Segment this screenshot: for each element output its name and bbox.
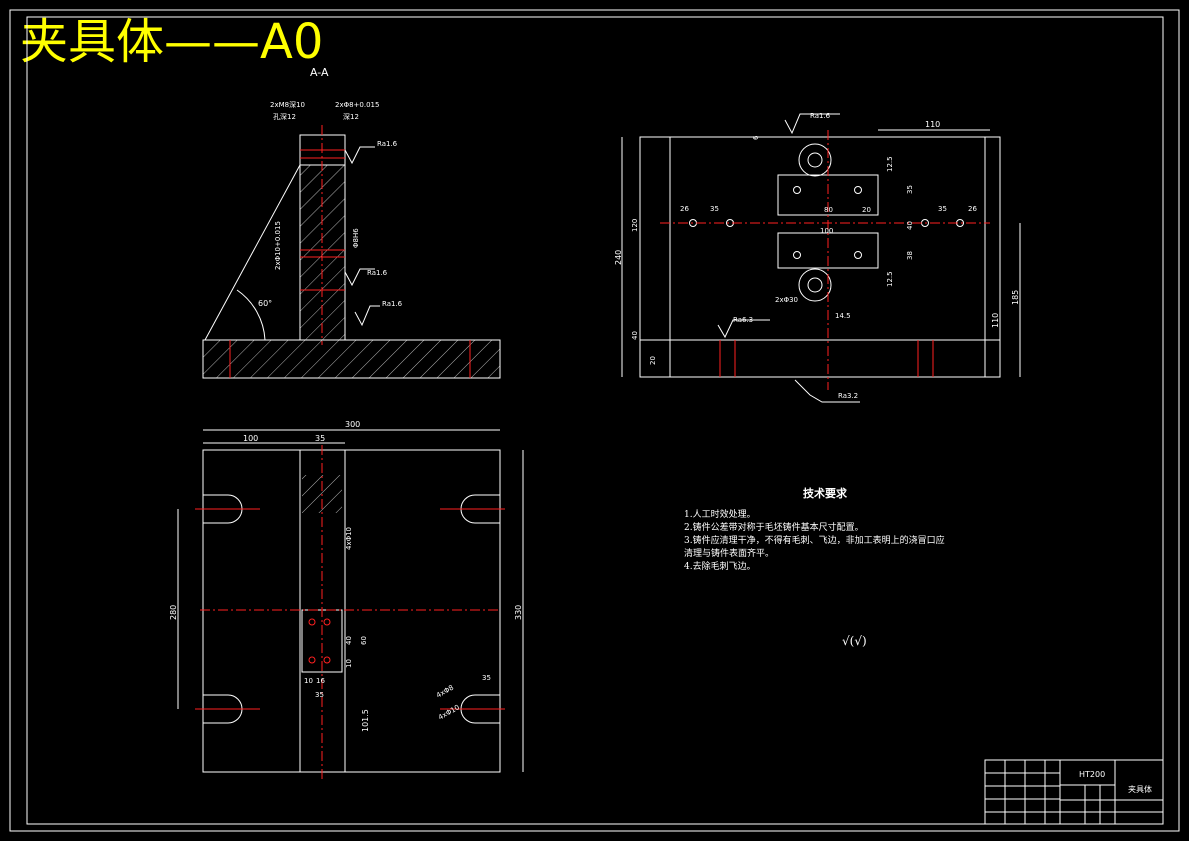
dim-label: 35 [710, 205, 719, 213]
front-hole [807, 152, 823, 168]
dim-label: 40 [345, 636, 353, 645]
front-hole [854, 186, 862, 194]
drawing-title: 夹具体——A0 [20, 14, 324, 70]
callout: Ra3.2 [838, 392, 858, 400]
dim-label: 16 [316, 677, 325, 685]
dim-label: 35 [938, 205, 947, 213]
front-hole [807, 277, 823, 293]
leader-line [794, 379, 860, 403]
callout: Ra1.6 [367, 269, 388, 277]
front-hole [854, 251, 862, 259]
front-view: Ra1.6 Ra6.3 Ra3.2 2xΦ30 110 12.5 35 26 3… [614, 112, 1021, 403]
part-name-label: 夹具体 [1128, 784, 1152, 794]
roughness-symbol: √(√) [842, 634, 867, 648]
top-outline [202, 449, 501, 773]
dim-label: 240 [614, 250, 623, 265]
roughness-mark [717, 319, 770, 339]
dim-label: 185 [1011, 290, 1020, 305]
material-label: HT200 [1079, 770, 1105, 779]
dim-label: 20 [649, 356, 657, 365]
callout: Ra1.6 [377, 140, 398, 148]
callout: Ra6.3 [733, 316, 753, 324]
roughness-mark [354, 305, 380, 327]
outer-frame [9, 9, 1180, 832]
roughness-mark [344, 146, 375, 165]
dim-label: 300 [345, 420, 360, 429]
tech-req-heading: 技术要求 [803, 487, 847, 500]
dim-label: 14.5 [835, 312, 851, 320]
front-boss [798, 268, 832, 302]
top-hole [323, 656, 331, 664]
top-hole [308, 618, 316, 626]
section-view: A-A 60° 2xM8深10 孔深12 2xΦ8+0.015 深12 Ra1.… [202, 66, 501, 379]
dim-label: 35 [482, 674, 491, 682]
dim-label: 38 [906, 251, 914, 260]
roughness-mark [784, 113, 840, 135]
dim-label: 100 [243, 434, 258, 443]
inner-frame [26, 16, 1164, 825]
title-block: HT200 夹具体 [984, 759, 1164, 825]
callout: 2xΦ30 [775, 296, 798, 304]
callout: 2xΦ8+0.015 [335, 101, 379, 109]
tech-req-item: 1.人工时效处理。 [684, 510, 756, 520]
tech-req-item: 3.铸件应清理干净，不得有毛刺、飞边，非加工表明上的浇冒口应 [684, 536, 945, 546]
top-hole [323, 618, 331, 626]
front-boss [798, 143, 832, 177]
dim-label: 100 [820, 227, 833, 235]
dim-label: 330 [514, 605, 523, 620]
section-base [202, 339, 501, 379]
dim-label: 20 [862, 206, 871, 214]
callout: 孔深12 [273, 112, 296, 121]
dim-label: 26 [968, 205, 977, 213]
dim-label: 35 [315, 691, 324, 699]
dim-label: 4xΦ8 [435, 684, 455, 700]
top-view: 300 100 35 280 330 40 60 10 16 35 10 35 … [169, 420, 524, 780]
section-hatch [203, 165, 500, 378]
dim-label: 110 [991, 313, 1000, 328]
dim-label: 2xΦ10+0.015 [274, 221, 282, 270]
tech-req-item: 2.铸件公差带对称于毛坯铸件基本尺寸配置。 [684, 523, 864, 533]
dim-label: 35 [315, 434, 325, 443]
front-body [669, 136, 1001, 378]
dim-label: 60 [360, 636, 368, 645]
dim-label: 280 [169, 605, 178, 620]
dim-label: 120 [631, 219, 639, 232]
dim-label: 6 [752, 135, 760, 140]
tech-req-item: 清理与铸件表面齐平。 [684, 549, 775, 559]
dim-label: 80 [824, 206, 833, 214]
tech-req-item: 4.去除毛刺飞边。 [684, 562, 756, 572]
dim-label: 35 [906, 185, 914, 194]
front-hole [793, 251, 801, 259]
dim-label: 10 [345, 659, 353, 668]
dim-label: Φ8H6 [352, 228, 360, 248]
callout: Ra1.6 [810, 112, 831, 120]
top-hole [308, 656, 316, 664]
roughness-mark [344, 268, 375, 287]
callout: 深12 [343, 112, 359, 121]
title-block-frame [984, 759, 1164, 825]
dim-label: 10 [304, 677, 313, 685]
callout: Ra1.6 [382, 300, 403, 308]
front-hole [793, 186, 801, 194]
dim-label: 110 [925, 120, 940, 129]
dim-label: 12.5 [886, 271, 894, 287]
section-rib-line [204, 164, 301, 341]
dim-label: 40 [631, 331, 639, 340]
angle-arc [236, 289, 266, 341]
dim-label: 101.5 [361, 709, 370, 732]
dim-label: 4xΦ10 [437, 703, 461, 721]
dim-label: 12.5 [886, 156, 894, 172]
dim-label: 40 [906, 221, 914, 230]
dim-label: 4xΦ10 [345, 527, 353, 550]
callout: 2xM8深10 [270, 100, 305, 109]
dim-label: 26 [680, 205, 689, 213]
section-label: A-A [310, 66, 329, 79]
angle-label: 60° [258, 299, 272, 308]
